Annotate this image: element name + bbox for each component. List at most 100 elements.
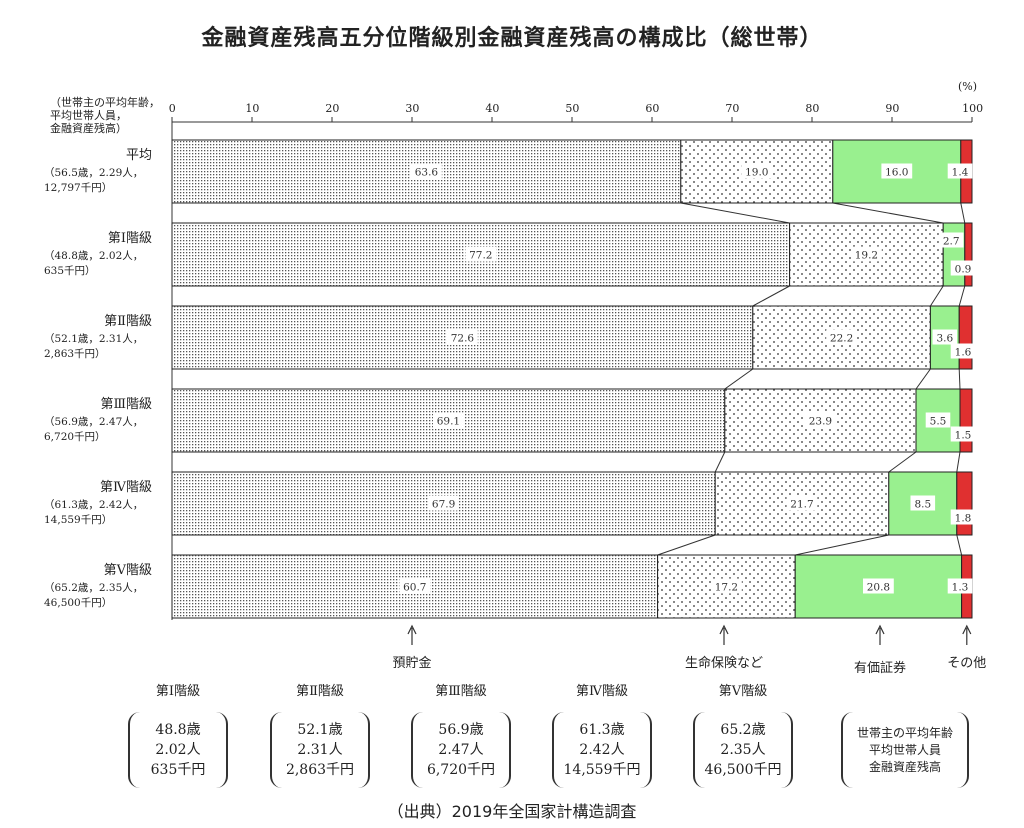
data-label: 23.9 xyxy=(809,416,832,428)
legend-box-line: 世帯主の平均年齢 xyxy=(856,725,953,740)
quintile-members: 2.47人 xyxy=(438,742,484,758)
row-detail: （52.1歳，2.31人， 2,863千円） xyxy=(44,332,143,362)
x-tick-label: 70 xyxy=(725,102,740,115)
legend-box-line: 金融資産残高 xyxy=(868,759,941,774)
row-detail: （65.2歳，2.35人， 46,500千円） xyxy=(44,581,143,611)
data-label-bg xyxy=(863,578,894,594)
bar-segment xyxy=(942,222,966,287)
arrow-head xyxy=(407,624,417,635)
data-label: 5.5 xyxy=(930,416,947,428)
row-detail-line: 2,863千円） xyxy=(44,348,106,360)
quintile-box: 56.9歳 2.47人 6,720千円 xyxy=(411,712,511,788)
quintile-members: 2.31人 xyxy=(297,742,343,758)
x-tick-label: 60 xyxy=(645,102,660,115)
connector-line xyxy=(956,451,961,473)
connector-line xyxy=(960,202,966,224)
data-label: 60.7 xyxy=(403,582,426,594)
row-label: 第Ⅴ階級 xyxy=(103,563,152,578)
quintile-assets: 6,720千円 xyxy=(426,762,496,778)
data-label: 2.7 xyxy=(943,236,960,248)
row-detail-line: 6,720千円） xyxy=(44,431,106,443)
quintile-assets: 635千円 xyxy=(150,762,206,778)
connector-line xyxy=(958,368,961,390)
data-label-bg xyxy=(465,246,497,262)
arrow-head xyxy=(875,624,885,635)
connector-line xyxy=(752,285,790,307)
connector-line xyxy=(929,285,944,307)
row-detail-line: （65.2歳，2.35人， xyxy=(44,582,144,594)
data-label-bg xyxy=(399,578,431,594)
data-label-bg xyxy=(433,412,464,428)
row-caption: （世帯主の平均年齢， 平均世帯人員， 金融資産残高） xyxy=(50,96,160,135)
row-detail-line: （52.1歳，2.31人， xyxy=(44,333,144,345)
data-label: 1.4 xyxy=(952,167,969,179)
x-tick-label: 30 xyxy=(405,102,420,115)
connector-line xyxy=(657,534,716,556)
row-detail: （56.9歳，2.47人， 6,720千円） xyxy=(44,415,143,445)
row-detail-line: （56.9歳，2.47人， xyxy=(44,416,144,428)
quintile-age: 61.3歳 xyxy=(579,722,625,738)
series-label: その他 xyxy=(947,656,987,671)
data-label-bg xyxy=(447,329,478,345)
quintile-age: 65.2歳 xyxy=(720,722,766,738)
series-label: 有価証券 xyxy=(853,661,907,676)
connector-line xyxy=(680,202,790,224)
connector-line xyxy=(888,451,917,473)
source-note: （出典）2019年全国家計構造調査 xyxy=(387,802,637,821)
x-tick-label: 100 xyxy=(962,102,984,115)
data-label: 77.2 xyxy=(469,250,492,262)
quintile-box: 61.3歳 2.42人 14,559千円 xyxy=(552,712,652,788)
row-label: 平均 xyxy=(125,148,152,163)
connector-line xyxy=(832,202,944,224)
data-label: 19.2 xyxy=(855,250,878,262)
quintile-name: 第Ⅱ階級 xyxy=(296,684,344,699)
bar-segment xyxy=(964,222,973,287)
row-detail: （56.5歳，2.29人， 12,797千円） xyxy=(44,166,143,196)
bar-segment xyxy=(958,305,973,370)
quintile-assets: 2,863千円 xyxy=(285,762,355,778)
data-label: 1.8 xyxy=(955,513,972,525)
data-label-bg xyxy=(950,426,976,442)
quintile-members: 2.42人 xyxy=(579,742,625,758)
data-label-bg xyxy=(805,412,836,428)
data-label-bg xyxy=(947,163,973,179)
quintile-members: 2.02人 xyxy=(155,742,201,758)
row-detail-line: （56.5歳，2.29人， xyxy=(44,167,144,179)
data-label-bg xyxy=(411,163,442,179)
row-detail-line: 12,797千円） xyxy=(44,182,113,194)
quintile-age: 52.1歳 xyxy=(297,722,343,738)
x-tick-label: 10 xyxy=(245,102,260,115)
quintile-age: 48.8歳 xyxy=(155,722,201,738)
row-caption-line: 金融資産残高） xyxy=(50,122,127,135)
quintile-name: 第Ⅴ階級 xyxy=(718,684,768,699)
data-label: 19.0 xyxy=(745,167,768,179)
data-label: 22.2 xyxy=(830,333,853,345)
data-label-bg xyxy=(950,260,976,276)
row-label: 第Ⅳ階級 xyxy=(100,480,152,495)
data-label-bg xyxy=(786,495,818,511)
quintile-age: 56.9歳 xyxy=(438,722,484,738)
data-label: 1.6 xyxy=(955,347,972,359)
x-tick-label: 0 xyxy=(168,102,176,115)
data-label-bg xyxy=(925,412,951,428)
connector-line xyxy=(795,534,889,556)
data-label: 67.9 xyxy=(432,499,455,511)
arrow-head xyxy=(962,624,972,635)
legend-box: 世帯主の平均年齢 平均世帯人員 金融資産残高 xyxy=(841,712,969,788)
data-label-bg xyxy=(932,329,958,345)
chart-title: 金融資産残高五分位階級別金融資産残高の構成比（総世帯） xyxy=(201,26,823,51)
row-label: 第Ⅰ階級 xyxy=(107,231,152,246)
row-detail-line: 14,559千円） xyxy=(44,514,113,526)
series-label: 預貯金 xyxy=(392,656,432,671)
connector-line xyxy=(724,368,754,390)
connector-line xyxy=(958,285,966,307)
connector-line xyxy=(915,368,931,390)
row-detail-line: 46,500千円） xyxy=(44,597,113,609)
data-label: 1.5 xyxy=(955,430,972,442)
data-label-bg xyxy=(910,495,936,511)
data-label-bg xyxy=(711,578,742,594)
x-tick-label: 90 xyxy=(885,102,900,115)
data-label-bg xyxy=(938,232,964,248)
data-label-bg xyxy=(881,163,913,179)
data-label: 1.3 xyxy=(952,582,969,594)
